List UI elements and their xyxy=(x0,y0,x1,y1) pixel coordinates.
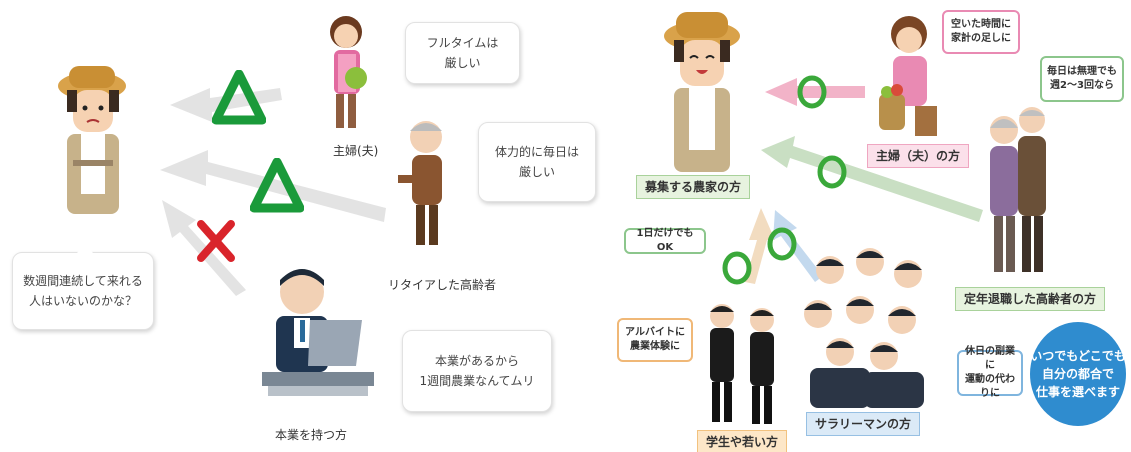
housewife-bubble-line-2: 厳しい xyxy=(444,56,481,70)
retiree-bubble-line-1: 体力的に毎日は xyxy=(494,145,579,159)
farmer-bubble-line-1: 数週間連続して来れる xyxy=(23,274,143,288)
housewife-right-illustration xyxy=(879,16,937,136)
anytime-circle-line-3: 仕事を選べます xyxy=(1035,385,1120,399)
retiree-bubble-line-2: 厳しい xyxy=(518,165,555,179)
farmer-happy-illustration xyxy=(664,12,740,172)
arrow-from-housewife-right xyxy=(765,78,865,106)
housewife-illustration xyxy=(330,16,367,128)
salaryman-bubble-line-2: 運動の代わりに xyxy=(965,374,1015,399)
circle-mark-students xyxy=(722,251,752,285)
retiree-right-bubble: 毎日は無理でも 週2〜3回なら xyxy=(1040,56,1124,102)
worker-caption: 本業を持つ方 xyxy=(275,428,348,442)
arrow-from-students xyxy=(745,208,775,284)
anytime-circle: いつでもどこでも 自分の都合で 仕事を選べます xyxy=(1030,322,1126,426)
farmer-worried-illustration xyxy=(58,66,126,214)
triangle-mark-housewife xyxy=(212,70,266,125)
housewife-right-label: 主婦（夫）の方 xyxy=(867,144,970,168)
housewife-bubble-line-1: フルタイムは xyxy=(426,36,499,50)
students-bubble-line-2: 農業体験に xyxy=(630,341,680,352)
housewife-right-bubble-line-2: 家計の足しに xyxy=(951,33,1011,44)
salaryman-bubble-line-1: 休日の副業に xyxy=(965,346,1015,371)
salaryman-bubble: 休日の副業に 運動の代わりに xyxy=(957,346,1023,399)
housewife-caption: 主婦(夫) xyxy=(333,144,379,158)
anytime-circle-line-1: いつでもどこでも xyxy=(1030,349,1126,363)
housewife-right-bubble-line-1: 空いた時間に xyxy=(951,19,1011,30)
circle-mark-retiree xyxy=(817,155,847,189)
worker-bubble-line-2: 1週間農業なんてムリ xyxy=(419,374,535,388)
arrow-from-retiree xyxy=(160,150,386,222)
farmer-bubble-line-2: 人はいないのかな？ xyxy=(28,294,137,308)
worker-bubble: 本業があるから 1週間農業なんてムリ xyxy=(402,330,552,412)
farmer-question-bubble: 数週間連続して来れる 人はいないのかな？ xyxy=(12,244,154,330)
worker-bubble-line-1: 本業があるから xyxy=(434,354,519,368)
farmer-label: 募集する農家の方 xyxy=(636,175,751,199)
cross-mark-worker xyxy=(197,220,235,262)
students-bubble: アルバイトに 農業体験に xyxy=(617,318,693,362)
circle-mark-housewife xyxy=(797,75,827,109)
students-bubble-line-1: アルバイトに xyxy=(625,327,685,338)
retiree-illustration xyxy=(398,121,442,245)
circle-mark-salaryman xyxy=(767,227,797,261)
students-label: 学生や若い方 xyxy=(697,430,788,452)
retiree-bubble: 体力的に毎日は 厳しい xyxy=(478,122,596,202)
office-worker-illustration xyxy=(262,269,374,396)
arrow-from-worker xyxy=(162,200,246,296)
salaryman-group-illustration xyxy=(804,248,924,408)
bubble-tail xyxy=(77,244,93,253)
triangle-mark-retiree xyxy=(250,158,304,213)
retiree-caption: リタイアした高齢者 xyxy=(388,278,497,292)
retired-couple-illustration xyxy=(990,107,1046,272)
salaryman-label: サラリーマンの方 xyxy=(806,412,921,436)
one-day-bubble-text: 1日だけでもOK xyxy=(636,228,694,253)
retiree-right-bubble-line-1: 毎日は無理でも xyxy=(1047,66,1117,77)
retiree-right-bubble-line-2: 週2〜3回なら xyxy=(1050,80,1114,91)
one-day-bubble: 1日だけでもOK xyxy=(624,228,706,254)
arrow-from-retiree-right xyxy=(761,136,983,222)
students-illustration xyxy=(710,304,774,424)
anytime-circle-line-2: 自分の都合で xyxy=(1041,367,1114,381)
housewife-right-bubble: 空いた時間に 家計の足しに xyxy=(942,10,1020,54)
retiree-right-label: 定年退職した高齢者の方 xyxy=(955,287,1106,311)
housewife-bubble: フルタイムは 厳しい xyxy=(405,22,520,84)
